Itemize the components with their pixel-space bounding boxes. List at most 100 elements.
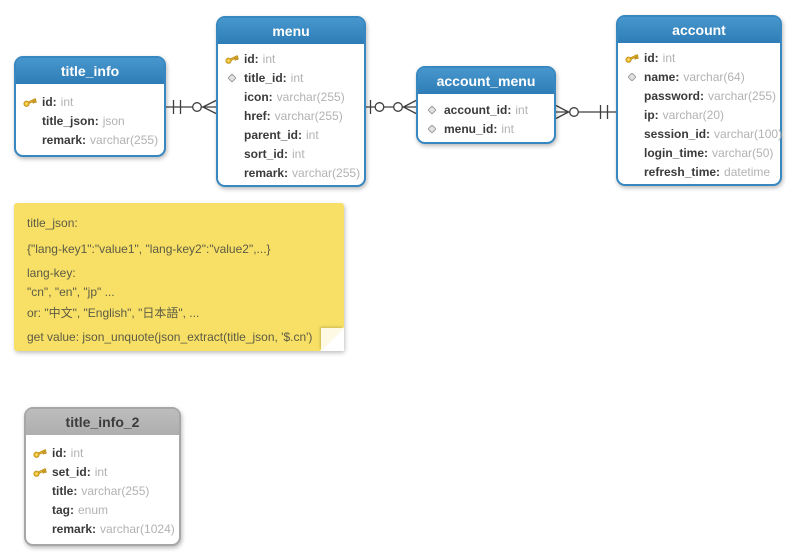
table-row[interactable]: title varchar(255) <box>26 481 179 500</box>
field-type: int <box>60 94 74 109</box>
field-type: varchar(255) <box>708 88 777 103</box>
table-field-list: id int title_id int icon varchar(255) hr… <box>218 46 364 185</box>
table-title[interactable]: title_info <box>16 58 164 86</box>
table-row[interactable]: icon varchar(255) <box>218 87 364 106</box>
field-name: id <box>244 52 259 66</box>
note-line: {"lang-key1":"value1", "lang-key2":"valu… <box>27 242 271 256</box>
icon-spacer <box>625 165 639 179</box>
table-row[interactable]: password varchar(255) <box>618 86 780 105</box>
field-type: varchar(100) <box>714 126 783 141</box>
field-name: title_json <box>42 114 99 128</box>
field-type: int <box>70 445 84 460</box>
field-name: id <box>644 51 659 65</box>
field-name: sort_id <box>244 147 288 161</box>
field-name: id <box>42 95 57 109</box>
table-row[interactable]: id int <box>618 48 780 67</box>
icon-spacer <box>225 90 239 104</box>
icon-spacer <box>23 114 37 128</box>
icon-spacer <box>625 108 639 122</box>
note-line: or: "中文", "English", "日本語", ... <box>27 306 200 320</box>
table-row[interactable]: login_time varchar(50) <box>618 143 780 162</box>
field-name: set_id <box>52 465 91 479</box>
primary-key-icon <box>33 465 47 479</box>
table-title[interactable]: account <box>618 17 780 45</box>
table-row[interactable]: sort_id int <box>218 144 364 163</box>
table-menu[interactable]: menu id int title_id int icon varchar(25… <box>216 16 366 187</box>
field-name: title <box>52 484 77 498</box>
primary-key-icon <box>23 95 37 109</box>
table-row[interactable]: remark varchar(1024) <box>26 519 179 538</box>
note-line: "cn", "en", "jp" ... <box>27 285 115 299</box>
field-type: int <box>306 127 319 142</box>
field-type: varchar(255) <box>81 483 150 498</box>
table-field-list: account_id int menu_id int <box>418 96 554 142</box>
table-row[interactable]: session_id varchar(100) <box>618 124 783 143</box>
field-name: password <box>644 89 704 103</box>
field-name: refresh_time <box>644 165 720 179</box>
table-row[interactable]: refresh_time datetime <box>618 162 780 181</box>
table-row[interactable]: remark varchar(255) <box>16 130 164 149</box>
icon-spacer <box>625 89 639 103</box>
table-row[interactable]: parent_id int <box>218 125 364 144</box>
table-title[interactable]: title_info_2 <box>26 409 179 437</box>
field-name: id <box>52 446 67 460</box>
field-type: int <box>292 146 305 161</box>
table-title[interactable]: account_menu <box>418 68 554 96</box>
table-row[interactable]: menu_id int <box>418 119 554 138</box>
table-row[interactable]: remark varchar(255) <box>218 163 364 182</box>
field-type: varchar(64) <box>683 69 745 84</box>
field-type: json <box>102 113 125 128</box>
table-title-info-2[interactable]: title_info_2 id int set_id int title var… <box>24 407 181 546</box>
relationship-account-menu-account[interactable] <box>555 104 616 120</box>
field-type: datetime <box>724 164 771 179</box>
table-row[interactable]: tag enum <box>26 500 179 519</box>
table-row[interactable]: title_json json <box>16 111 164 130</box>
table-title-info[interactable]: title_info id int title_json json remark… <box>14 56 166 157</box>
table-row[interactable]: title_id int <box>218 68 364 87</box>
relationship-title-info-menu[interactable] <box>166 99 217 115</box>
table-account[interactable]: account id int name varchar(64) password… <box>616 15 782 186</box>
field-name: session_id <box>644 127 710 141</box>
field-name: icon <box>244 90 273 104</box>
icon-spacer <box>33 484 47 498</box>
field-name: account_id <box>444 103 511 117</box>
field-type: varchar(1024) <box>100 521 175 536</box>
table-row[interactable]: account_id int <box>418 100 554 119</box>
table-row[interactable]: ip varchar(20) <box>618 105 780 124</box>
field-type: varchar(255) <box>90 132 159 147</box>
foreign-key-icon <box>225 71 239 85</box>
field-type: varchar(20) <box>662 107 725 122</box>
foreign-key-icon <box>425 103 439 117</box>
field-name: remark <box>52 522 96 536</box>
table-field-list: id int set_id int title varchar(255) tag… <box>26 437 179 544</box>
table-row[interactable]: id int <box>26 443 179 462</box>
primary-key-icon <box>225 52 239 66</box>
table-row[interactable]: id int <box>16 92 164 111</box>
icon-spacer <box>33 503 47 517</box>
table-row[interactable]: set_id int <box>26 462 179 481</box>
relationship-menu-account-menu[interactable] <box>366 99 417 115</box>
field-type: int <box>501 121 515 136</box>
icon-spacer <box>625 146 639 160</box>
field-type: int <box>515 102 529 117</box>
sticky-note[interactable]: title_json: {"lang-key1":"value1", "lang… <box>14 203 344 351</box>
table-title[interactable]: menu <box>218 18 364 46</box>
foreign-key-icon <box>425 122 439 136</box>
field-name: tag <box>52 503 74 517</box>
icon-spacer <box>33 522 47 536</box>
field-name: ip <box>644 108 659 122</box>
field-name: name <box>644 70 679 84</box>
field-type: int <box>262 51 276 66</box>
field-type: varchar(255) <box>292 165 361 180</box>
table-account-menu[interactable]: account_menu account_id int menu_id int <box>416 66 556 144</box>
table-row[interactable]: name varchar(64) <box>618 67 780 86</box>
field-type: enum <box>78 502 109 517</box>
foreign-key-icon <box>625 70 639 84</box>
table-row[interactable]: id int <box>218 49 364 68</box>
table-row[interactable]: href varchar(255) <box>218 106 364 125</box>
icon-spacer <box>225 166 239 180</box>
field-type: varchar(255) <box>274 108 343 123</box>
icon-spacer <box>225 128 239 142</box>
field-name: parent_id <box>244 128 302 142</box>
